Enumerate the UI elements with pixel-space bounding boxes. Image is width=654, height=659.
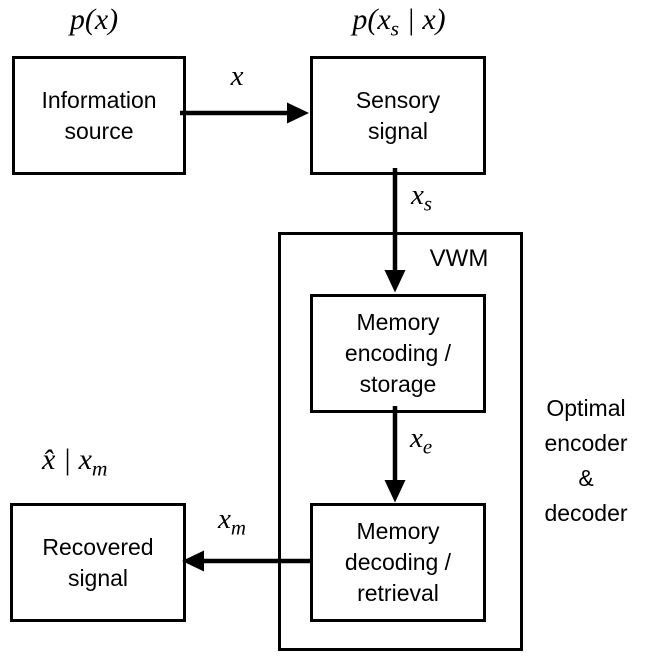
memory-encoding-label: Memory encoding / storage xyxy=(344,309,452,397)
memory-decoding-label: Memory decoding / retrieval xyxy=(344,518,452,606)
information-source-box: Information source xyxy=(12,56,186,175)
sensory-likelihood-sub: s xyxy=(390,16,400,41)
signal-xe-sub: e xyxy=(422,434,433,459)
memory-decoding-box: Memory decoding / retrieval xyxy=(310,503,486,622)
sensory-likelihood-post: | x) xyxy=(399,3,446,36)
sensory-signal-box: Sensory signal xyxy=(310,56,486,175)
signal-xe-base: x xyxy=(410,422,423,454)
vwm-label: VWM xyxy=(429,245,489,272)
signal-xs-label: xs xyxy=(411,181,432,214)
signal-xm-label: xm xyxy=(218,505,246,538)
sensory-likelihood-pre: p(x xyxy=(352,3,391,36)
signal-xm-base: x xyxy=(218,503,231,535)
optimal-encoder-decoder-note: Optimal encoder & decoder xyxy=(544,395,628,526)
sensory-likelihood-label: p(xs | x) xyxy=(352,5,445,40)
recovered-signal-box: Recovered signal xyxy=(10,503,186,622)
vwm-container-box xyxy=(278,232,523,651)
source-prior-label: p(x) xyxy=(69,3,119,36)
signal-x-label: x xyxy=(230,60,244,92)
signal-xs-base: x xyxy=(411,179,424,211)
information-source-label: Information source xyxy=(41,86,157,144)
arrow-x-right xyxy=(180,102,309,124)
estimate-sub: m xyxy=(91,456,108,481)
signal-xe-label: xe xyxy=(410,424,432,457)
signal-xs-sub: s xyxy=(423,191,432,216)
signal-xm-sub: m xyxy=(230,515,246,540)
estimate-pre: x̂ | x xyxy=(42,443,92,476)
recovered-signal-label: Recovered signal xyxy=(42,533,154,591)
memory-encoding-box: Memory encoding / storage xyxy=(310,294,486,413)
sensory-signal-label: Sensory signal xyxy=(355,86,441,144)
estimate-label: x̂ | xm xyxy=(42,445,108,480)
